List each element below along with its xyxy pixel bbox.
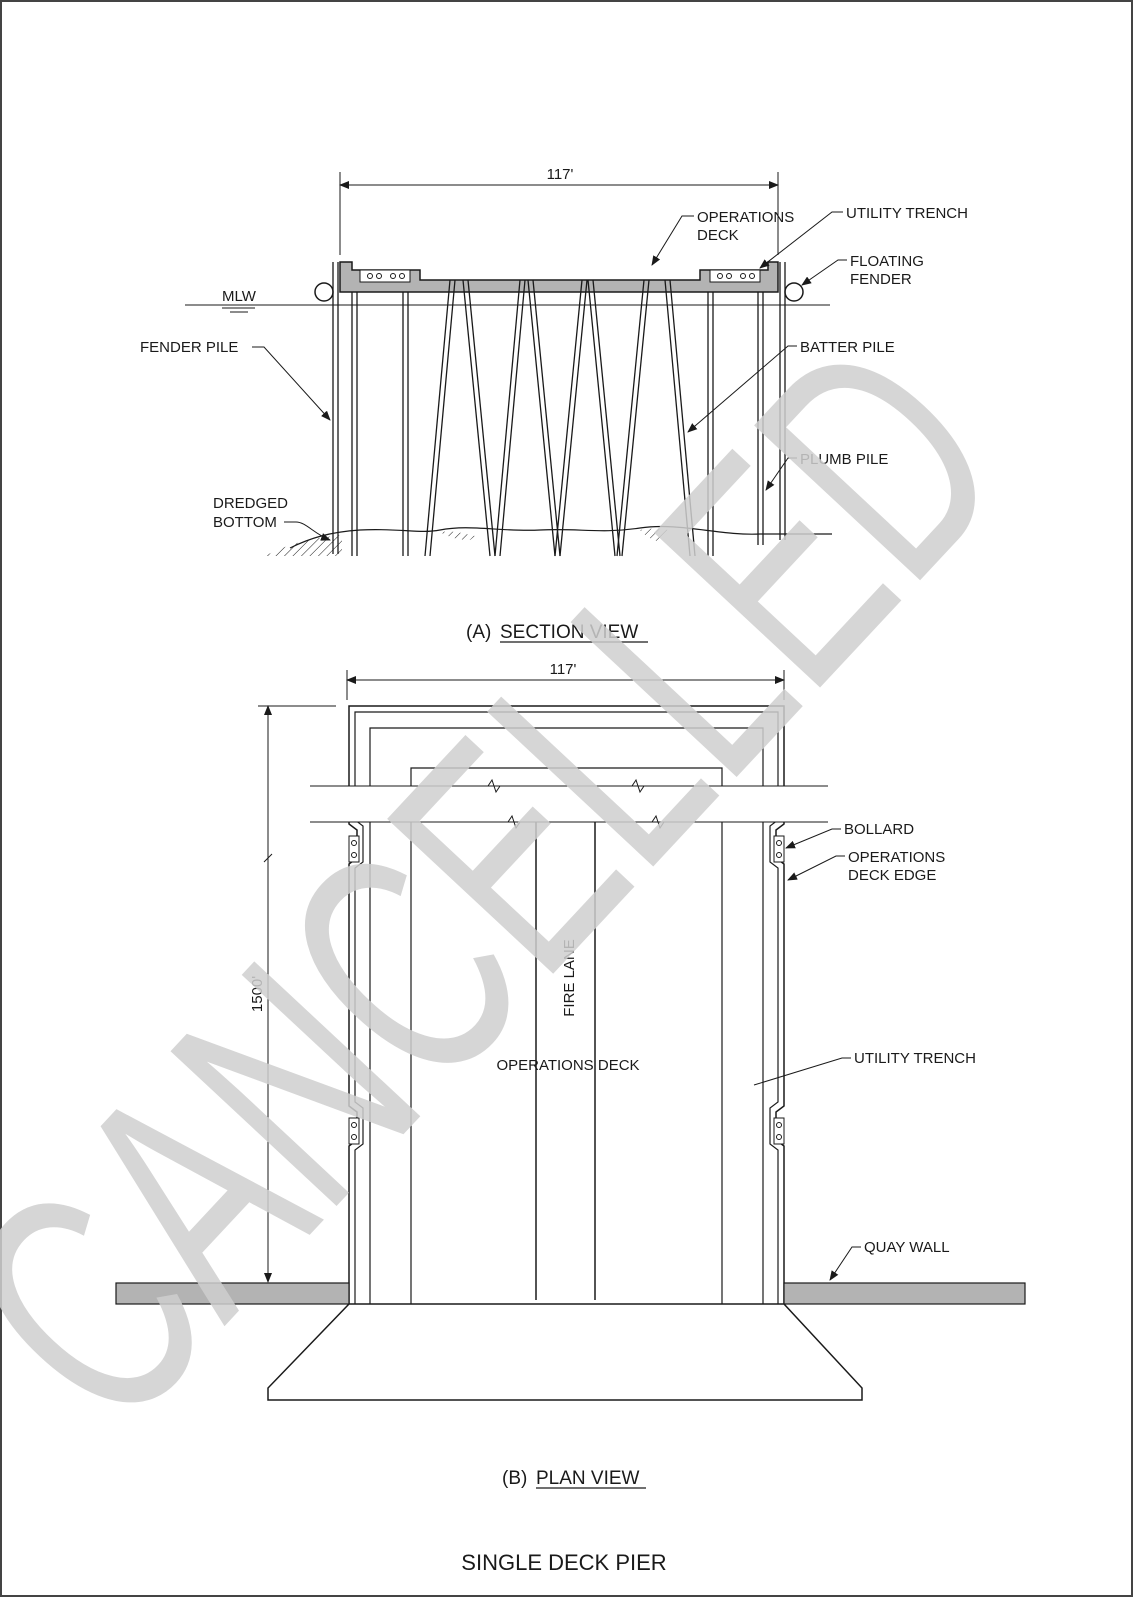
bollard-leader (785, 828, 841, 849)
operations-deck-edge-label-2: DECK EDGE (848, 867, 936, 884)
trench-conduits (367, 273, 755, 279)
break-symbols (487, 778, 665, 830)
plan-view: 117' 1500' (115, 661, 1026, 1489)
plumb-piles (351, 292, 764, 556)
batter-pile-label: BATTER PILE (800, 339, 895, 356)
operations-deck-edge (348, 705, 785, 1304)
operations-deck-leader (651, 215, 694, 266)
plumb-pile-leader (765, 457, 797, 491)
utility-trench-outline (369, 727, 764, 1304)
dredged-bottom-label-1: DREDGED (213, 495, 288, 512)
plan-length-dimension: 1500' (249, 705, 336, 1283)
quay-wall-right (783, 1282, 1026, 1305)
operations-deck-label-1: OPERATIONS (697, 209, 794, 226)
quay-wall-leader (829, 1246, 861, 1281)
utility-trench-leader (759, 211, 843, 269)
plan-width-dimension: 117' (346, 661, 785, 700)
fire-lane-label: FIRE LANE (561, 939, 578, 1017)
utility-trench-plan-label: UTILITY TRENCH (854, 1050, 976, 1067)
section-view: 117' MLW (140, 166, 968, 643)
fender-pile-leader (252, 346, 331, 421)
dredged-bottom-label-2: BOTTOM (213, 514, 277, 531)
dredged-hatch-2 (440, 531, 475, 540)
utility-trench-plan-leader (753, 1057, 851, 1086)
mlw-symbol: MLW (222, 288, 257, 313)
floating-fender-label-2: FENDER (850, 271, 912, 288)
operations-deck-label-2: DECK (697, 227, 739, 244)
sheet-title: SINGLE DECK PIER (461, 1550, 666, 1575)
dredged-bottom-line (289, 525, 832, 549)
dredged-hatch-3 (640, 528, 672, 542)
floating-fender-label-1: FLOATING (850, 253, 924, 270)
quay-wall-left (115, 1282, 350, 1305)
plan-view-title-prefix: (B) (502, 1468, 527, 1489)
quay-wall-label: QUAY WALL (864, 1239, 950, 1256)
bollard-icons (348, 835, 785, 1145)
plumb-pile-label: PLUMB PILE (800, 451, 888, 468)
operations-deck-edge-label-1: OPERATIONS (848, 849, 945, 866)
section-view-title-prefix: (A) (466, 622, 491, 643)
plan-view-title: PLAN VIEW (536, 1468, 640, 1489)
section-width-dimension: 117' (339, 166, 779, 255)
fender-pile-label: FENDER PILE (140, 339, 238, 356)
batter-piles (424, 279, 696, 557)
break-band (310, 786, 828, 822)
plan-width-label: 117' (550, 661, 577, 678)
deck-inner-outline (410, 767, 723, 1304)
operations-deck-edge-inner (354, 711, 779, 1304)
mlw-label: MLW (222, 288, 257, 305)
section-view-title: SECTION VIEW (500, 622, 638, 643)
plan-length-label: 1500' (249, 976, 266, 1012)
operations-deck-edge-leader (787, 855, 845, 881)
utility-trench-label: UTILITY TRENCH (846, 205, 968, 222)
batter-pile-leader (687, 345, 797, 433)
fender-piles (332, 262, 786, 554)
dredged-bottom-leader (284, 521, 331, 541)
floating-fender-leader (801, 259, 847, 286)
approach-trestle (267, 1303, 863, 1401)
operations-deck-label: OPERATIONS DECK (496, 1057, 639, 1074)
section-width-label: 117' (547, 166, 574, 183)
utility-trench-right (709, 269, 761, 283)
bollard-label: BOLLARD (844, 821, 914, 838)
utility-trench-left (359, 269, 411, 283)
